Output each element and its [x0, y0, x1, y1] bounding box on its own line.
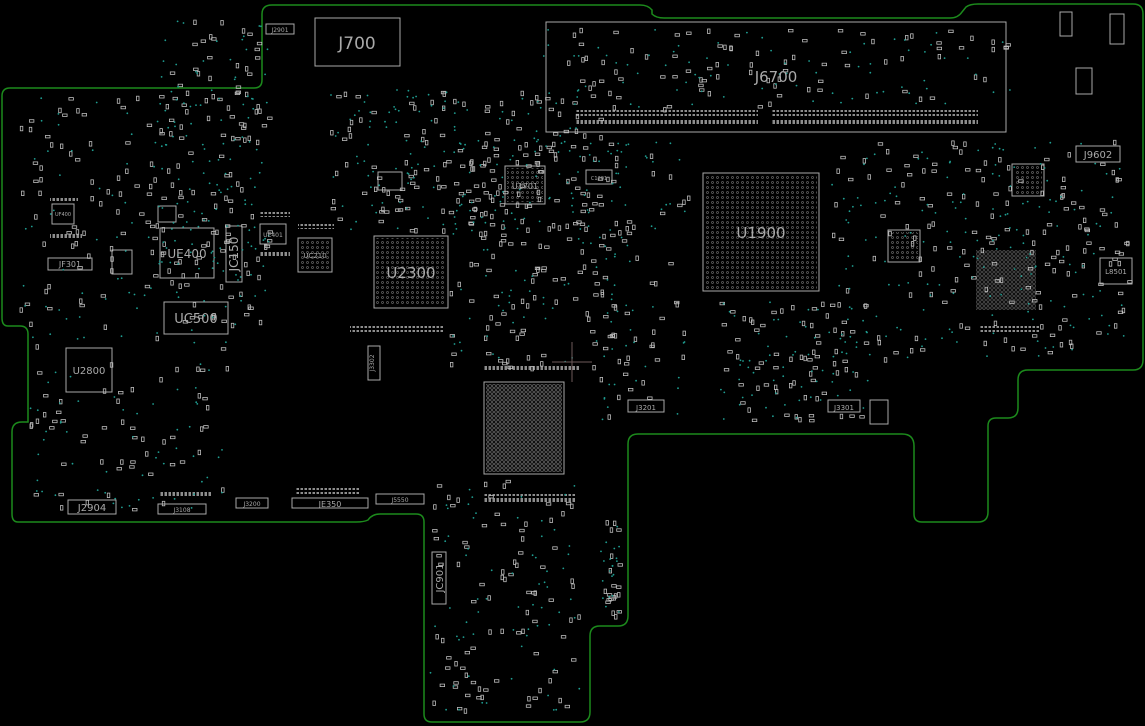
ic-uc210-outline	[297, 237, 333, 273]
connector-j9602-outline	[1075, 145, 1121, 163]
label-j3201: J3201	[635, 404, 656, 412]
ic-center-small-outline	[377, 171, 403, 191]
connector-j3200-outline	[235, 497, 269, 509]
label-j5550: J5550	[390, 497, 408, 504]
crosshair-marker	[552, 342, 592, 382]
label-u1701: U1701	[512, 182, 538, 191]
bga-u1900-balls	[705, 175, 817, 289]
ic-right-box-outline	[1075, 67, 1093, 95]
connector-j6700-outline	[545, 21, 1007, 133]
label-jf301: JF301	[58, 260, 81, 269]
label-je350: JE350	[318, 500, 342, 509]
ic-right-small-outline	[1011, 163, 1045, 197]
connector-j3301-outline	[827, 399, 861, 413]
label-j2904: J2904	[77, 503, 106, 514]
label-j3301: J3301	[833, 404, 854, 412]
label-jc901: JC901	[435, 563, 446, 593]
label-u1900: U1900	[736, 224, 785, 242]
ic-ue401-outline	[259, 223, 287, 245]
label-ue401: UE401	[263, 232, 283, 239]
connector-pad-strips	[50, 196, 1040, 502]
bga-uc210-balls	[300, 240, 330, 270]
bga-lower-balls	[486, 384, 562, 472]
ic-u2800-outline	[65, 347, 113, 393]
label-j700: J700	[337, 34, 375, 54]
ic-ue400-outline	[159, 227, 215, 279]
label-j2901: J2901	[270, 27, 288, 34]
ic-vertical-strip-2-outline	[1109, 13, 1125, 45]
connector-j3302-outline	[367, 345, 381, 381]
connector-j5550-outline	[375, 493, 425, 505]
label-j3200: J3200	[242, 501, 260, 508]
label-j9602: J9602	[1083, 150, 1112, 161]
ic-u2300-outline	[373, 235, 449, 309]
bga-u2300-balls	[376, 238, 446, 306]
bga-u1701-balls	[507, 168, 543, 202]
label-u2800: U2800	[73, 366, 106, 377]
connector-j700-outline	[314, 17, 401, 67]
connector-j2904-outline	[67, 499, 117, 515]
board-outline	[1, 3, 1144, 723]
ic-vertical-strip-outline	[1059, 11, 1073, 37]
part-lower-right-outline	[869, 399, 889, 425]
label-u2300: U2300	[386, 264, 435, 282]
label-c1201: C1201	[591, 176, 607, 182]
cap-c1201-outline	[585, 169, 613, 185]
label-uc500: UC500	[174, 312, 217, 327]
connector-j2901-outline	[265, 23, 295, 35]
j6700-pin-rows	[576, 110, 978, 126]
ic-left-square-outline	[157, 205, 177, 223]
connector-jf301-outline	[47, 257, 93, 271]
label-uc210: UC210	[303, 252, 326, 260]
label-ue400: UE400	[167, 247, 206, 261]
label-j3302: J3302	[369, 354, 376, 372]
connector-je350-outline	[291, 497, 369, 509]
label-uf400: UF400	[55, 212, 71, 218]
label-j3108: J3108	[172, 507, 190, 514]
ic-lower-bga-outline	[483, 381, 565, 475]
ic-uf400-outline	[51, 203, 75, 225]
ic-left-small-outline	[111, 249, 133, 275]
connector-j3201-outline	[627, 399, 665, 413]
bga-right-balls	[890, 166, 1042, 310]
connector-jc150-outline	[225, 225, 243, 283]
connector-jc901-outline	[431, 551, 447, 605]
ic-u1900-outline	[702, 172, 820, 292]
connector-j3108-outline	[157, 503, 207, 515]
label-jc150: JC150	[227, 237, 241, 273]
label-j6700: J6700	[754, 68, 798, 86]
label-l8501: L8501	[1105, 268, 1127, 276]
ic-right-bga-outline	[887, 229, 921, 263]
component-pads	[19, 19, 1133, 714]
via-field	[22, 20, 1125, 711]
ic-uc500-outline	[163, 301, 229, 335]
